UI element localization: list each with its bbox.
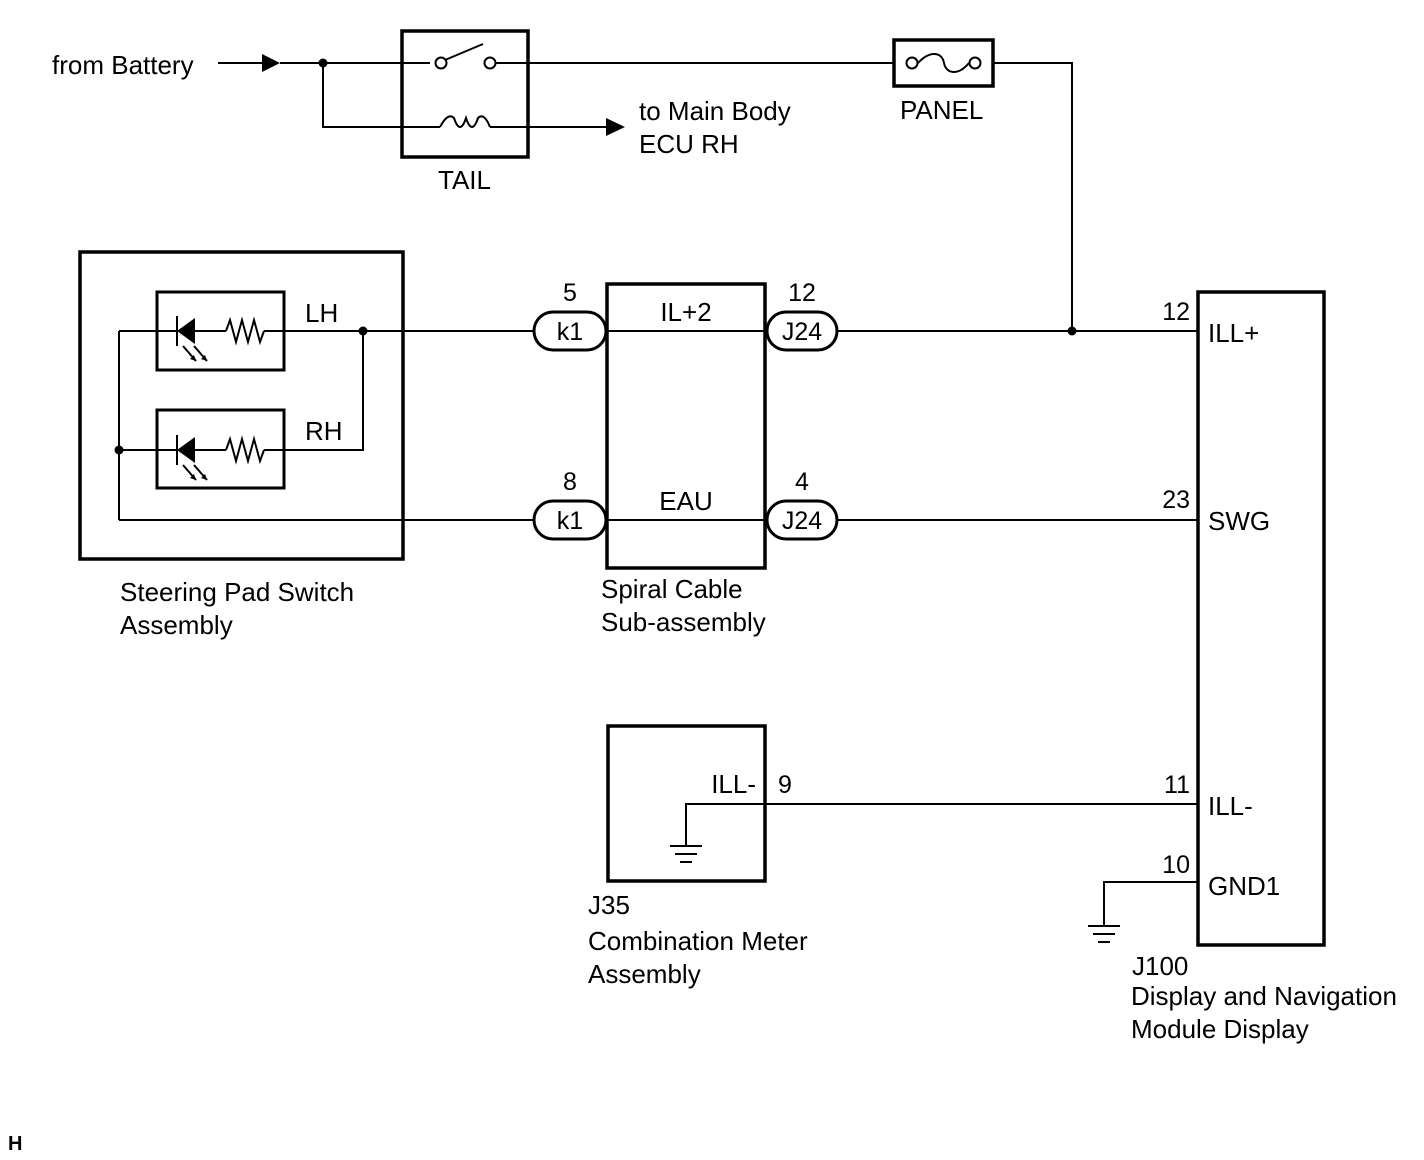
steering-pad-name: Steering Pad Switch bbox=[120, 577, 354, 607]
fuse-icon bbox=[917, 53, 970, 73]
steering-pad-switch: LH RH bbox=[78, 250, 405, 561]
meter-ground-icon bbox=[670, 845, 702, 863]
display-terminal-swg: SWG bbox=[1208, 506, 1270, 536]
meter-code: J35 bbox=[588, 890, 630, 920]
battery-arrow-icon bbox=[262, 54, 280, 72]
meter-ill-minus-terminal: ILL- bbox=[711, 769, 756, 799]
display-terminal-gnd1: GND1 bbox=[1208, 871, 1280, 901]
relay-coil-icon bbox=[439, 114, 491, 128]
spiral-cable-name: Spiral Cable bbox=[601, 574, 743, 604]
tail-label: TAIL bbox=[438, 165, 491, 195]
steering-pad-name-2: Assembly bbox=[120, 610, 233, 640]
panel-label: PANEL bbox=[900, 95, 983, 125]
combination-meter: ILL- bbox=[606, 724, 767, 883]
connector-j24-top: J24 12 bbox=[765, 279, 839, 352]
display-name-2: Module Display bbox=[1131, 1014, 1309, 1044]
display-module: 12 ILL+ 23 SWG 11 ILL- 10 GND1 bbox=[1088, 290, 1326, 947]
meter-pin: 9 bbox=[778, 771, 792, 799]
connector-j24-bottom: J24 4 bbox=[765, 468, 839, 541]
battery-feed: from Battery bbox=[52, 50, 440, 128]
il2-terminal: IL+2 bbox=[660, 297, 711, 327]
rh-label: RH bbox=[305, 416, 343, 446]
display-terminal-ill-minus: ILL- bbox=[1208, 791, 1253, 821]
corner-mark: H bbox=[8, 1133, 22, 1155]
led-rh-icon bbox=[176, 435, 284, 481]
connector-k1-bottom: k1 8 bbox=[532, 468, 608, 541]
panel-fuse: PANEL bbox=[892, 38, 995, 125]
display-terminal-ill-plus: ILL+ bbox=[1208, 318, 1259, 348]
led-lh-icon bbox=[176, 316, 284, 362]
spiral-cable-name-2: Sub-assembly bbox=[601, 607, 766, 637]
k1-bottom-code: k1 bbox=[557, 507, 583, 535]
display-pin-10: 10 bbox=[1162, 851, 1190, 879]
lh-label: LH bbox=[305, 298, 338, 328]
display-name: Display and Navigation bbox=[1131, 981, 1397, 1011]
main-body-arrow-icon bbox=[606, 118, 625, 136]
from-battery-label: from Battery bbox=[52, 50, 194, 80]
connector-k1-top: k1 5 bbox=[532, 279, 608, 352]
relay-contact-icon bbox=[434, 56, 448, 70]
k1-top-code: k1 bbox=[557, 318, 583, 346]
meter-name: Combination Meter bbox=[588, 926, 808, 956]
to-main-body-label-2: ECU RH bbox=[639, 129, 739, 159]
spiral-cable: IL+2 EAU bbox=[605, 282, 767, 570]
j24-bottom-code: J24 bbox=[782, 507, 822, 535]
eau-terminal: EAU bbox=[659, 486, 712, 516]
display-code: J100 bbox=[1132, 951, 1188, 981]
j24-top-pin: 12 bbox=[788, 279, 816, 307]
display-pin-12: 12 bbox=[1162, 298, 1190, 326]
relay-switch-icon bbox=[444, 43, 484, 61]
meter-name-2: Assembly bbox=[588, 959, 701, 989]
tail-relay: TAIL bbox=[400, 29, 625, 195]
display-pin-23: 23 bbox=[1162, 486, 1190, 514]
to-main-body-label: to Main Body bbox=[639, 96, 791, 126]
k1-bottom-pin: 8 bbox=[563, 468, 577, 496]
j24-top-code: J24 bbox=[782, 318, 822, 346]
display-pin-11: 11 bbox=[1164, 771, 1190, 799]
k1-top-pin: 5 bbox=[563, 279, 577, 307]
display-ground-icon bbox=[1088, 925, 1120, 943]
j24-bottom-pin: 4 bbox=[795, 468, 809, 496]
